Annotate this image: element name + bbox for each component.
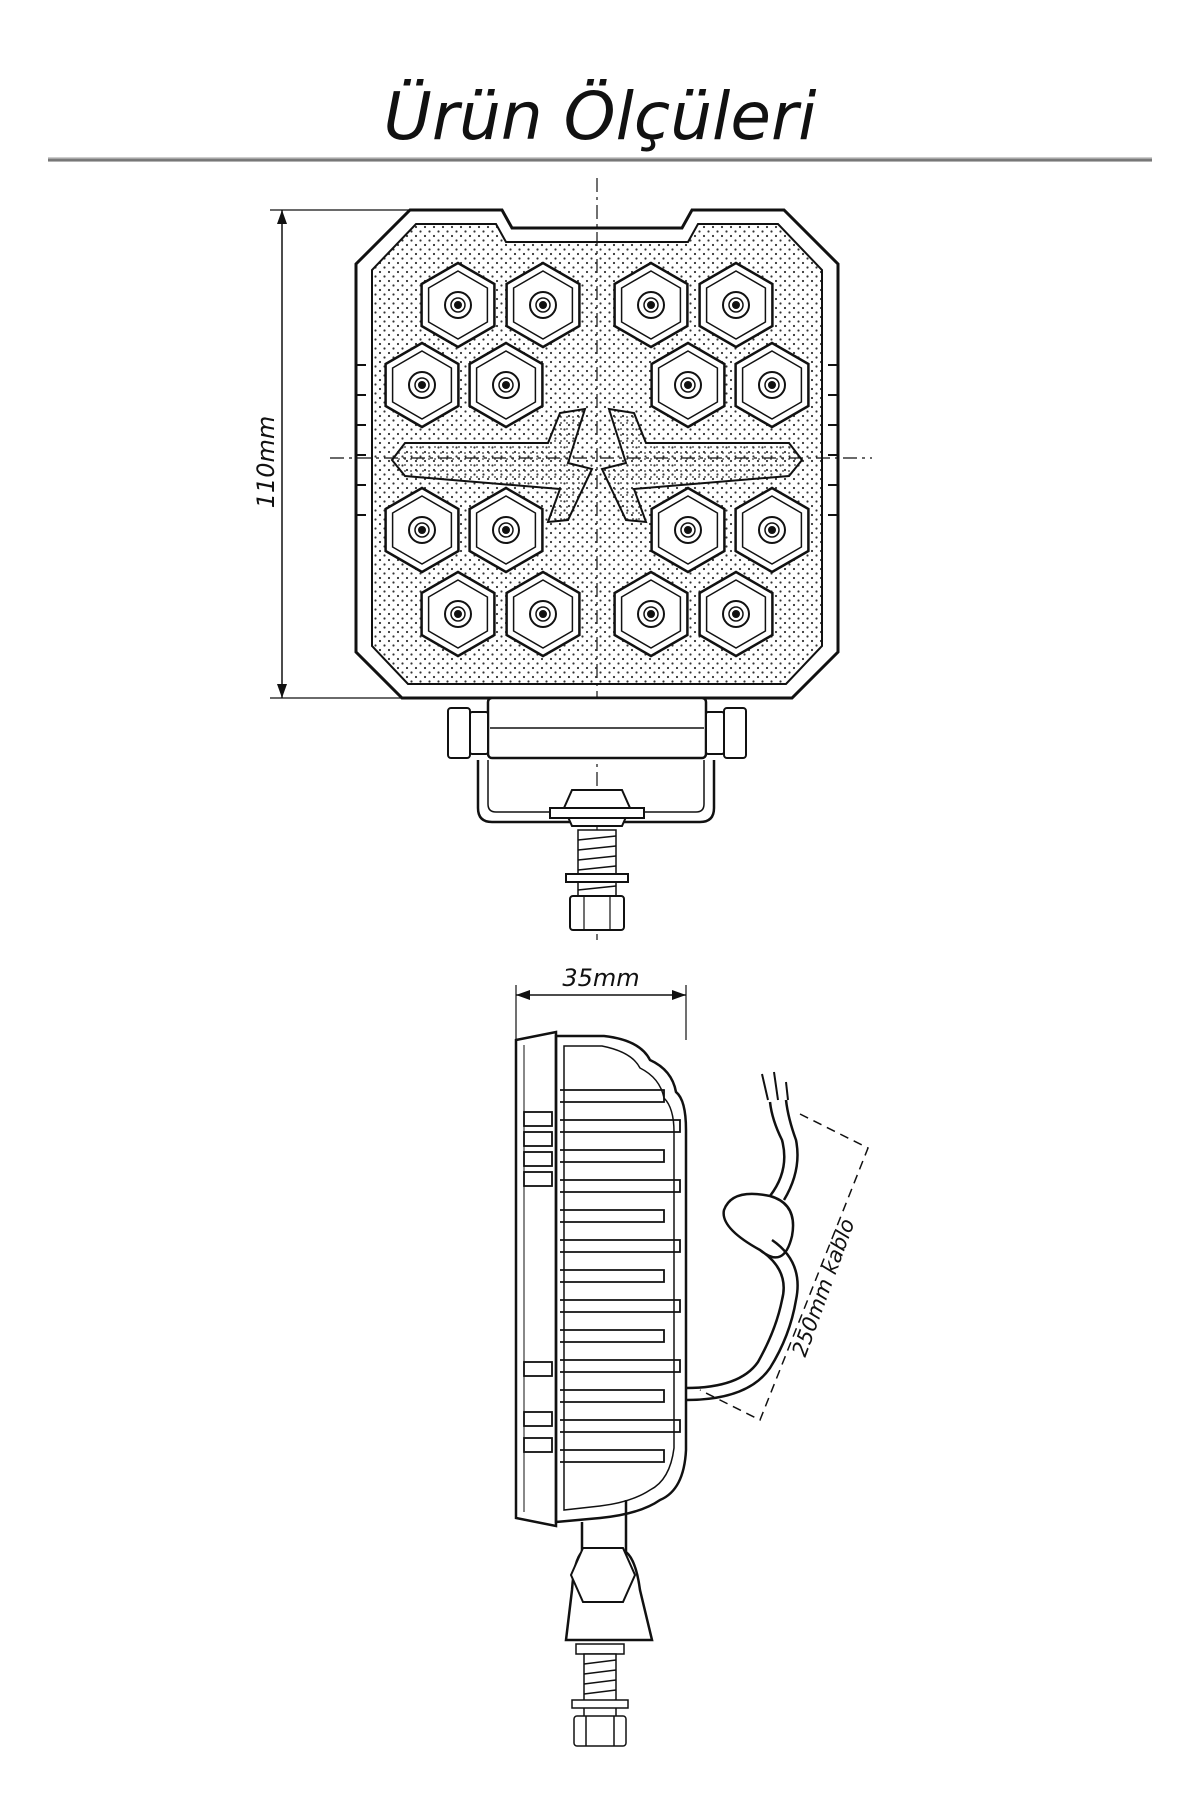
fin-6 — [560, 1239, 681, 1253]
side-bracket-nut — [569, 1547, 637, 1603]
led-10 — [468, 486, 544, 574]
fin-8 — [560, 1299, 681, 1313]
bolt-nut — [569, 895, 625, 931]
led-15 — [613, 570, 689, 658]
fin-3 — [560, 1149, 665, 1163]
led-6 — [468, 341, 544, 429]
page-title: Ürün Ölçüleri — [383, 78, 817, 155]
led-11 — [650, 486, 726, 574]
led-12 — [734, 486, 810, 574]
housing-outline — [354, 208, 840, 700]
lens-plate — [514, 1030, 558, 1528]
drl-right — [600, 407, 804, 524]
side-view — [514, 985, 869, 1747]
housing-face — [371, 223, 823, 685]
cable — [685, 1071, 799, 1402]
led-3 — [613, 261, 689, 349]
fin-12 — [560, 1419, 681, 1433]
led-5 — [384, 341, 460, 429]
fin-13 — [560, 1449, 665, 1463]
fin-7 — [560, 1269, 665, 1283]
fin-5 — [560, 1209, 665, 1223]
side-body — [554, 1034, 688, 1524]
led-grid — [384, 261, 810, 658]
led-9 — [384, 486, 460, 574]
side-nut-left — [447, 707, 471, 759]
bolt-washer — [565, 873, 629, 883]
cable-dim-line — [699, 1113, 869, 1422]
title-underline — [48, 157, 1152, 162]
cooling-fins — [560, 1089, 681, 1463]
led-7 — [650, 341, 726, 429]
lens-ribs — [523, 1111, 553, 1453]
led-4 — [698, 261, 774, 349]
depth-label: 35mm — [562, 964, 639, 992]
fin-10 — [560, 1359, 681, 1373]
front-view — [270, 178, 872, 940]
fin-1 — [560, 1089, 665, 1103]
led-13 — [420, 570, 496, 658]
fin-4 — [560, 1179, 681, 1193]
bolt-thread — [577, 829, 617, 903]
fin-2 — [560, 1119, 681, 1133]
side-bolt — [571, 1643, 629, 1747]
fin-11 — [560, 1389, 665, 1403]
side-nut-right — [723, 707, 747, 759]
side-ribs — [356, 364, 838, 516]
led-2 — [505, 261, 581, 349]
drl-left — [390, 407, 594, 524]
led-16 — [698, 570, 774, 658]
height-label: 110mm — [252, 416, 280, 509]
led-14 — [505, 570, 581, 658]
led-1 — [420, 261, 496, 349]
fin-9 — [560, 1329, 665, 1343]
led-8 — [734, 341, 810, 429]
